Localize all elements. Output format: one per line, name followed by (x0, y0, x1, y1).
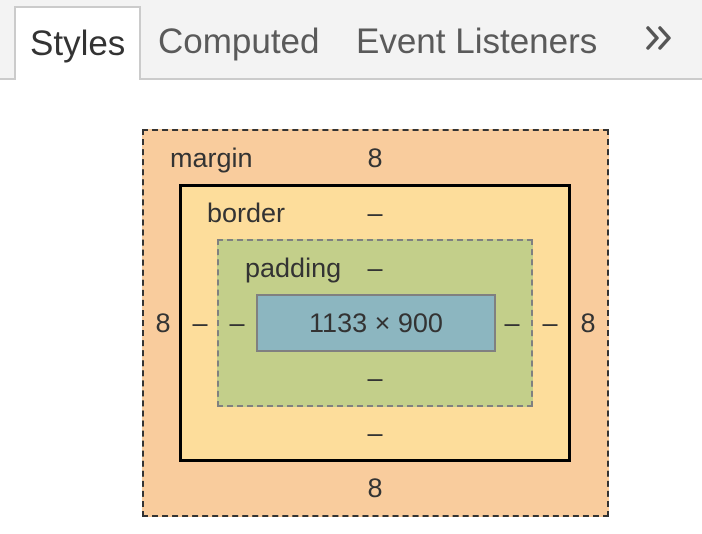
border-right-value[interactable]: – (542, 308, 558, 338)
margin-left-value[interactable]: 8 (155, 308, 171, 338)
tab-computed[interactable]: Computed (158, 22, 320, 61)
more-tabs-button[interactable] (640, 20, 680, 60)
padding-label: padding (245, 253, 342, 283)
padding-top-value[interactable]: – (367, 253, 383, 283)
padding-right-value[interactable]: – (504, 308, 520, 338)
border-bottom-value[interactable]: – (367, 418, 383, 448)
margin-top-value[interactable]: 8 (367, 143, 383, 173)
padding-left-value[interactable]: – (229, 308, 245, 338)
border-label: border (207, 198, 286, 228)
tab-event-listeners[interactable]: Event Listeners (356, 22, 598, 61)
margin-right-value[interactable]: 8 (580, 308, 596, 338)
chevron-double-right-icon (646, 26, 671, 50)
devtools-tab-bar: Styles Computed Event Listeners (0, 0, 702, 80)
border-top-value[interactable]: – (367, 198, 383, 228)
border-left-value[interactable]: – (192, 308, 208, 338)
content-size: 1133 × 900 (309, 308, 443, 338)
padding-bottom-value[interactable]: – (367, 363, 383, 393)
margin-label: margin (170, 143, 253, 173)
content-box[interactable]: 1133 × 900 (256, 294, 496, 352)
margin-bottom-value[interactable]: 8 (367, 473, 383, 503)
tab-styles[interactable]: Styles (14, 6, 142, 80)
